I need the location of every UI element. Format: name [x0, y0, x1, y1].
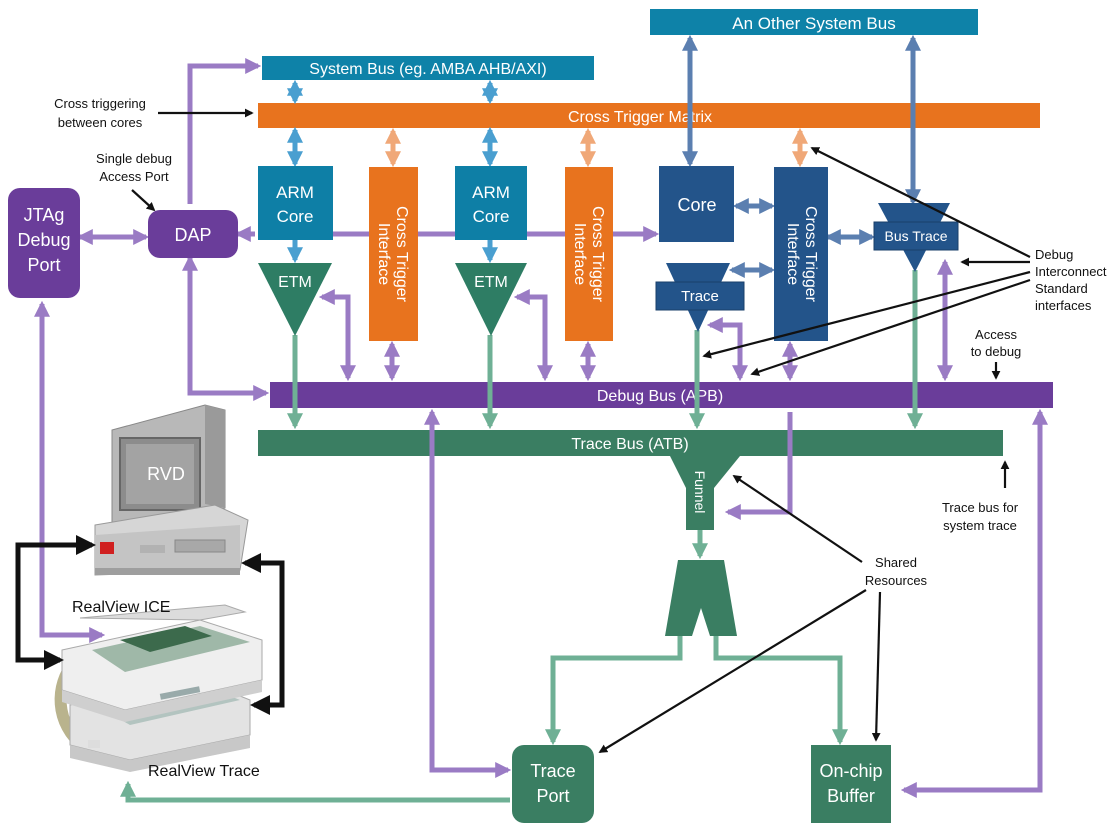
jtag-debug-port: JTAg Debug Port: [8, 188, 80, 298]
other-system-bus-label: An Other System Bus: [732, 14, 895, 33]
pointer-single-debug: [132, 190, 154, 210]
arrow-debugbus-funnel: [728, 412, 790, 512]
onchip-label-2: Buffer: [827, 786, 875, 806]
cti-3-label-2: Interface: [784, 223, 801, 285]
trace-label: Trace: [681, 288, 719, 305]
annotation-access-2: to debug: [971, 344, 1022, 359]
pointer-shared-funnel: [734, 476, 862, 562]
cti-3: Cross Trigger Interface: [774, 167, 828, 341]
annotation-single-debug-1: Single debug: [96, 151, 172, 166]
arrow-traceport-realview: [128, 784, 510, 800]
arrow-etm2-debugbus: [517, 297, 545, 378]
trace-port-block: Trace Port: [512, 745, 594, 823]
arrow-etm1-debugbus: [322, 297, 348, 378]
annotation-shared-1: Shared: [875, 555, 917, 570]
bus-trace-label: Bus Trace: [884, 228, 947, 244]
other-system-bus: An Other System Bus: [650, 9, 978, 35]
annotation-debug-ic-2: Interconnect: [1035, 264, 1107, 279]
arrow-jtag-realview: [42, 304, 102, 635]
system-bus-label: System Bus (eg. AMBA AHB/AXI): [309, 61, 546, 78]
annotation-debug-ic-3: Standard: [1035, 281, 1088, 296]
trace-port-label-2: Port: [536, 786, 569, 806]
onchip-label-1: On-chip: [819, 761, 882, 781]
dap-label: DAP: [174, 225, 211, 245]
etm-1-label: ETM: [278, 274, 312, 291]
trace-bus: Trace Bus (ATB): [258, 430, 1003, 456]
arrow-debugbus-onchip: [904, 412, 1040, 790]
cti-2: Cross Trigger Interface: [565, 167, 613, 341]
cti-3-label-1: Cross Trigger: [802, 206, 819, 303]
arm-core-1-label-1: ARM: [276, 183, 314, 202]
replicator-block: [665, 560, 737, 636]
core-block: Core: [659, 166, 734, 242]
annotation-shared-2: Resources: [865, 573, 928, 588]
annotation-trace-sys-2: system trace: [943, 518, 1017, 533]
arm-core-1-label-2: Core: [277, 207, 314, 226]
realview-hardware-image: [61, 605, 262, 772]
arm-core-2-label-2: Core: [473, 207, 510, 226]
arrow-dap-sysbus: [190, 66, 258, 204]
arrow-debugbus-traceport: [432, 412, 508, 770]
arm-core-2: ARM Core: [455, 166, 527, 240]
annotation-realview-ice: RealView ICE: [72, 599, 170, 616]
arm-core-1: ARM Core: [258, 166, 333, 240]
pointer-shared-onchip: [876, 592, 880, 740]
etm-1: ETM: [258, 263, 332, 336]
annotation-trace-sys-1: Trace bus for: [942, 500, 1019, 515]
annotation-cross-trig-1: Cross triggering: [54, 96, 146, 111]
annotation-debug-ic-4: interfaces: [1035, 298, 1092, 313]
arrow-dap-debugbus: [190, 258, 266, 393]
annotation-debug-ic-1: Debug: [1035, 247, 1073, 262]
debug-bus: Debug Bus (APB): [270, 382, 1053, 408]
cti-2-label-1: Cross Trigger: [589, 206, 606, 303]
dap-block: DAP: [148, 210, 238, 258]
cti-1: Cross Trigger Interface: [369, 167, 418, 341]
core-label: Core: [677, 195, 716, 215]
jtag-label-3: Port: [27, 255, 60, 275]
cross-trigger-matrix: Cross Trigger Matrix: [258, 103, 1040, 128]
annotation-single-debug-2: Access Port: [99, 169, 169, 184]
funnel-block: Funnel: [670, 456, 740, 530]
trace-port-label-1: Trace: [530, 761, 575, 781]
arm-core-2-label-1: ARM: [472, 183, 510, 202]
bus-trace-block: Bus Trace: [874, 203, 958, 272]
funnel-label: Funnel: [692, 471, 708, 514]
annotation-cross-trig-2: between cores: [58, 115, 143, 130]
jtag-label-1: JTAg: [24, 205, 65, 225]
debug-bus-label: Debug Bus (APB): [597, 388, 723, 405]
trace-block: Trace: [656, 263, 744, 332]
cti-1-label-1: Cross Trigger: [393, 206, 410, 303]
cti-2-label-2: Interface: [571, 223, 588, 285]
jtag-label-2: Debug: [17, 230, 70, 250]
etm-2: ETM: [455, 263, 527, 336]
arrow-replicator-traceport: [553, 636, 680, 742]
annotation-realview-trace: RealView Trace: [148, 763, 260, 780]
annotation-access-1: Access: [975, 327, 1017, 342]
arrows-orange: [393, 131, 800, 164]
arrow-replicator-onchip: [716, 636, 840, 742]
onchip-buffer-block: On-chip Buffer: [811, 745, 891, 823]
system-bus: System Bus (eg. AMBA AHB/AXI): [262, 56, 594, 80]
rvd-label: RVD: [147, 464, 185, 484]
cti-1-label-2: Interface: [375, 223, 392, 285]
trace-bus-label: Trace Bus (ATB): [571, 436, 688, 453]
etm-2-label: ETM: [474, 274, 508, 291]
rvd-computer-image: RVD: [95, 405, 248, 575]
